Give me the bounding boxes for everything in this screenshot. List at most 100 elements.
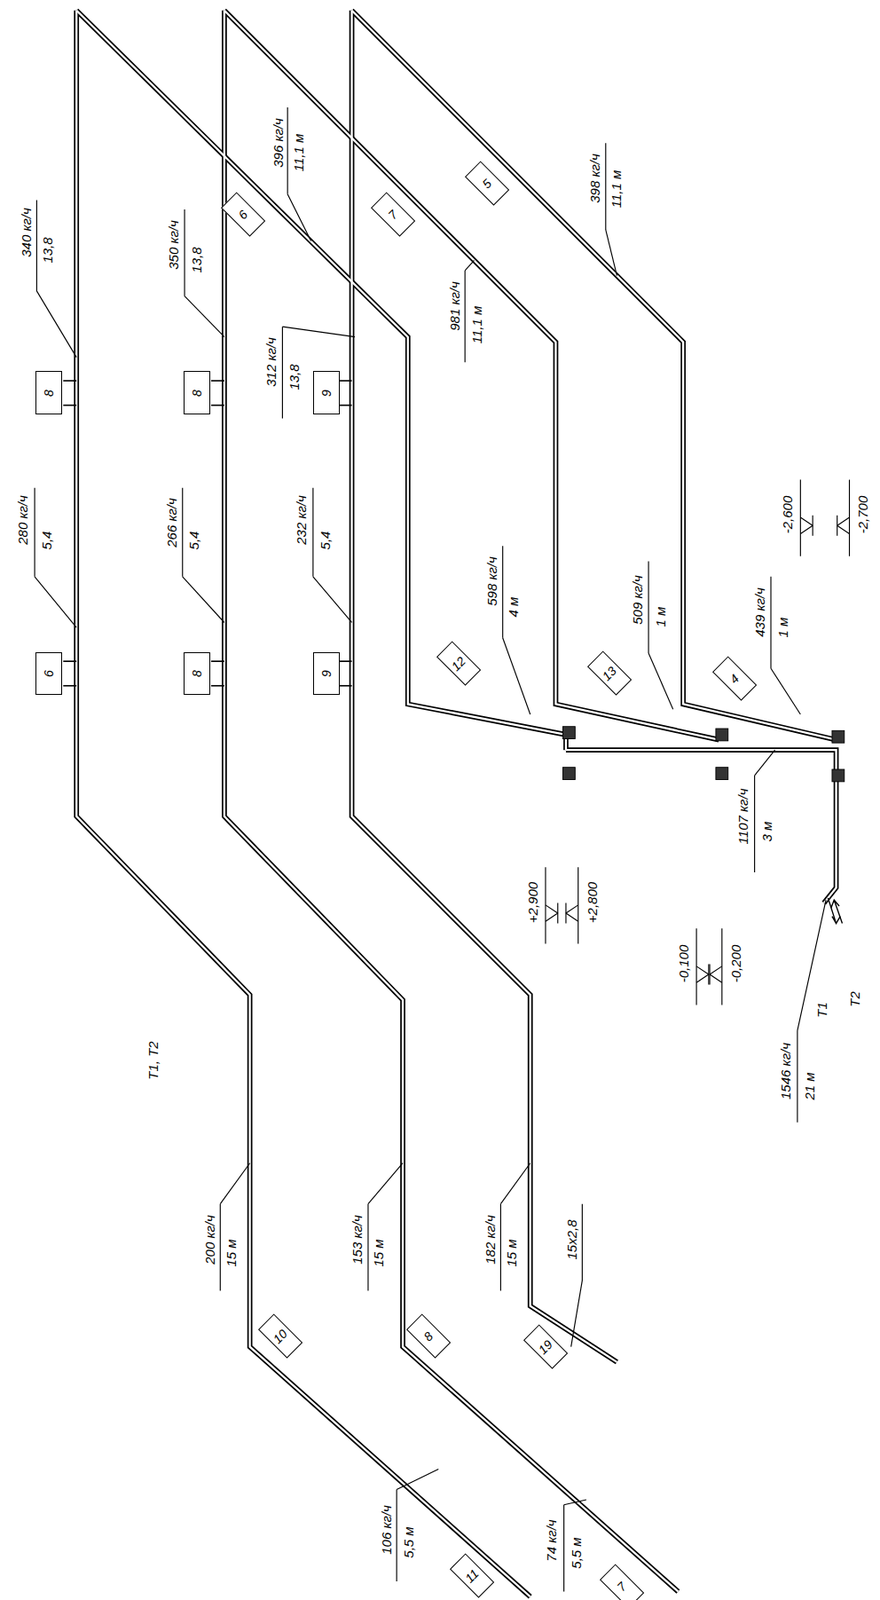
- leader-underline: [36, 200, 38, 291]
- pipe-annotation: T2: [848, 991, 862, 1008]
- radiator-connection: [62, 684, 77, 687]
- radiator-number: 5: [480, 176, 495, 190]
- leader-underline: [605, 142, 606, 230]
- radiator-number: 7: [614, 1579, 629, 1593]
- elevation-mark: [709, 964, 723, 985]
- pipe-annotation: 1546 кг/ч: [778, 1042, 793, 1100]
- leader-underline: [500, 1203, 502, 1291]
- pipe-outline: [76, 10, 566, 735]
- pipe-annotation: 13,8: [287, 364, 301, 391]
- pipe-annotation: 439 кг/ч: [753, 587, 767, 637]
- leader-line: [34, 576, 77, 628]
- pipe-annotation: -0,200: [728, 944, 742, 983]
- radiator-box: 5: [464, 161, 510, 206]
- pipe-annotation: 182 кг/ч: [482, 1214, 496, 1265]
- elevation-mark: [837, 515, 850, 536]
- radiator-number: 19: [535, 1336, 555, 1356]
- pipe-annotation: 5,4: [187, 531, 201, 550]
- pipe-outline: [352, 10, 618, 1362]
- elevation-mark: [565, 903, 579, 924]
- leader-underline: [464, 270, 466, 362]
- radiator-number: 9: [320, 669, 333, 677]
- leader-line: [396, 1469, 439, 1490]
- pipe-annotation: 15 м: [371, 1238, 385, 1266]
- pipe-inner: [76, 10, 566, 735]
- radiator-number: 9: [320, 389, 333, 397]
- pipe-annotation: 396 кг/ч: [270, 117, 284, 168]
- leader-line: [464, 259, 474, 270]
- pipe-annotation: 21 м: [801, 1072, 816, 1100]
- pipe-annotation: 312 кг/ч: [263, 337, 277, 387]
- pipe-annotation: -2,700: [856, 495, 870, 535]
- pipe-outline: [565, 749, 837, 903]
- radiator-box: 8: [183, 370, 211, 414]
- pipe-outline: [224, 10, 719, 740]
- leader-line: [605, 229, 618, 276]
- pipe-annotation: 5,4: [39, 531, 53, 550]
- pipe-annotation: 11,1 м: [290, 133, 305, 173]
- leader-underline: [181, 487, 183, 577]
- radiator-box: 9: [313, 370, 340, 414]
- radiator-number: 10: [271, 1326, 291, 1345]
- pipe-annotation: 1 м: [775, 617, 789, 638]
- radiator-box: 8: [183, 652, 211, 695]
- elevation-mark: [696, 964, 709, 985]
- leader-underline: [287, 107, 289, 195]
- radiator-connection: [339, 684, 353, 687]
- valve-symbol: [563, 726, 576, 739]
- leader-line: [564, 1499, 587, 1505]
- pipe-annotation: 1107 кг/ч: [735, 787, 749, 844]
- radiator-box: 6: [220, 191, 265, 236]
- radiator-box: 19: [523, 1323, 568, 1368]
- pipe-annotation: 153 кг/ч: [350, 1214, 364, 1265]
- pipe-annotation: 106 кг/ч: [378, 1504, 393, 1555]
- leader-line: [287, 194, 311, 242]
- pipe-annotation: 598 кг/ч: [485, 556, 499, 606]
- radiator-box: 10: [258, 1313, 303, 1359]
- pipe-annotation: -2,600: [780, 495, 794, 535]
- leader-line: [368, 1162, 403, 1204]
- leader-line: [502, 637, 531, 715]
- pipe-annotation: 350 кг/ч: [166, 220, 181, 270]
- pipe-annotation: 5,5 м: [400, 1525, 415, 1557]
- leader-line: [313, 576, 353, 623]
- radiator-box: 9: [313, 652, 340, 695]
- leader-underline: [796, 1029, 798, 1122]
- pipe-annotation: T1, T2: [146, 1041, 160, 1080]
- pipe-annotation: 266 кг/ч: [165, 497, 179, 548]
- leader-line: [754, 749, 776, 776]
- pipe-outline: [352, 10, 837, 740]
- pipe-annotation: 509 кг/ч: [630, 574, 645, 625]
- radiator-box: 6: [35, 652, 63, 695]
- leader-line: [571, 1280, 583, 1347]
- pipe-annotation: 3 м: [760, 820, 774, 841]
- radiator-connection: [339, 379, 353, 382]
- radiator-box: 7: [599, 1563, 645, 1600]
- pipe-inner: [565, 749, 837, 903]
- elevation-mark: [545, 903, 558, 924]
- elevation-mark: [800, 515, 813, 536]
- radiator-box: 8: [406, 1313, 451, 1359]
- radiator-box: 13: [587, 650, 632, 695]
- radiator-connection: [211, 379, 225, 382]
- leader-underline: [754, 775, 755, 873]
- leader-line: [648, 652, 674, 709]
- leader-underline: [312, 487, 314, 577]
- pipe-annotation: 5,4: [317, 531, 331, 550]
- pipe-outline: [224, 10, 679, 1592]
- leader-line: [220, 1162, 250, 1204]
- valve-symbol: [832, 769, 845, 782]
- pipe-annotation: 15 м: [223, 1238, 237, 1266]
- radiator-number: 7: [385, 207, 400, 221]
- radiator-number: 4: [727, 671, 741, 685]
- radiator-number: 13: [600, 663, 620, 683]
- leader-line: [282, 326, 355, 337]
- pipe-annotation: 398 кг/ч: [588, 153, 602, 204]
- pipe-inner: [224, 10, 679, 1592]
- valve-symbol: [563, 767, 576, 780]
- pipe-annotation: 340 кг/ч: [18, 207, 32, 258]
- leader-underline: [34, 487, 36, 577]
- radiator-number: 6: [235, 207, 250, 221]
- leader-underline: [647, 561, 649, 653]
